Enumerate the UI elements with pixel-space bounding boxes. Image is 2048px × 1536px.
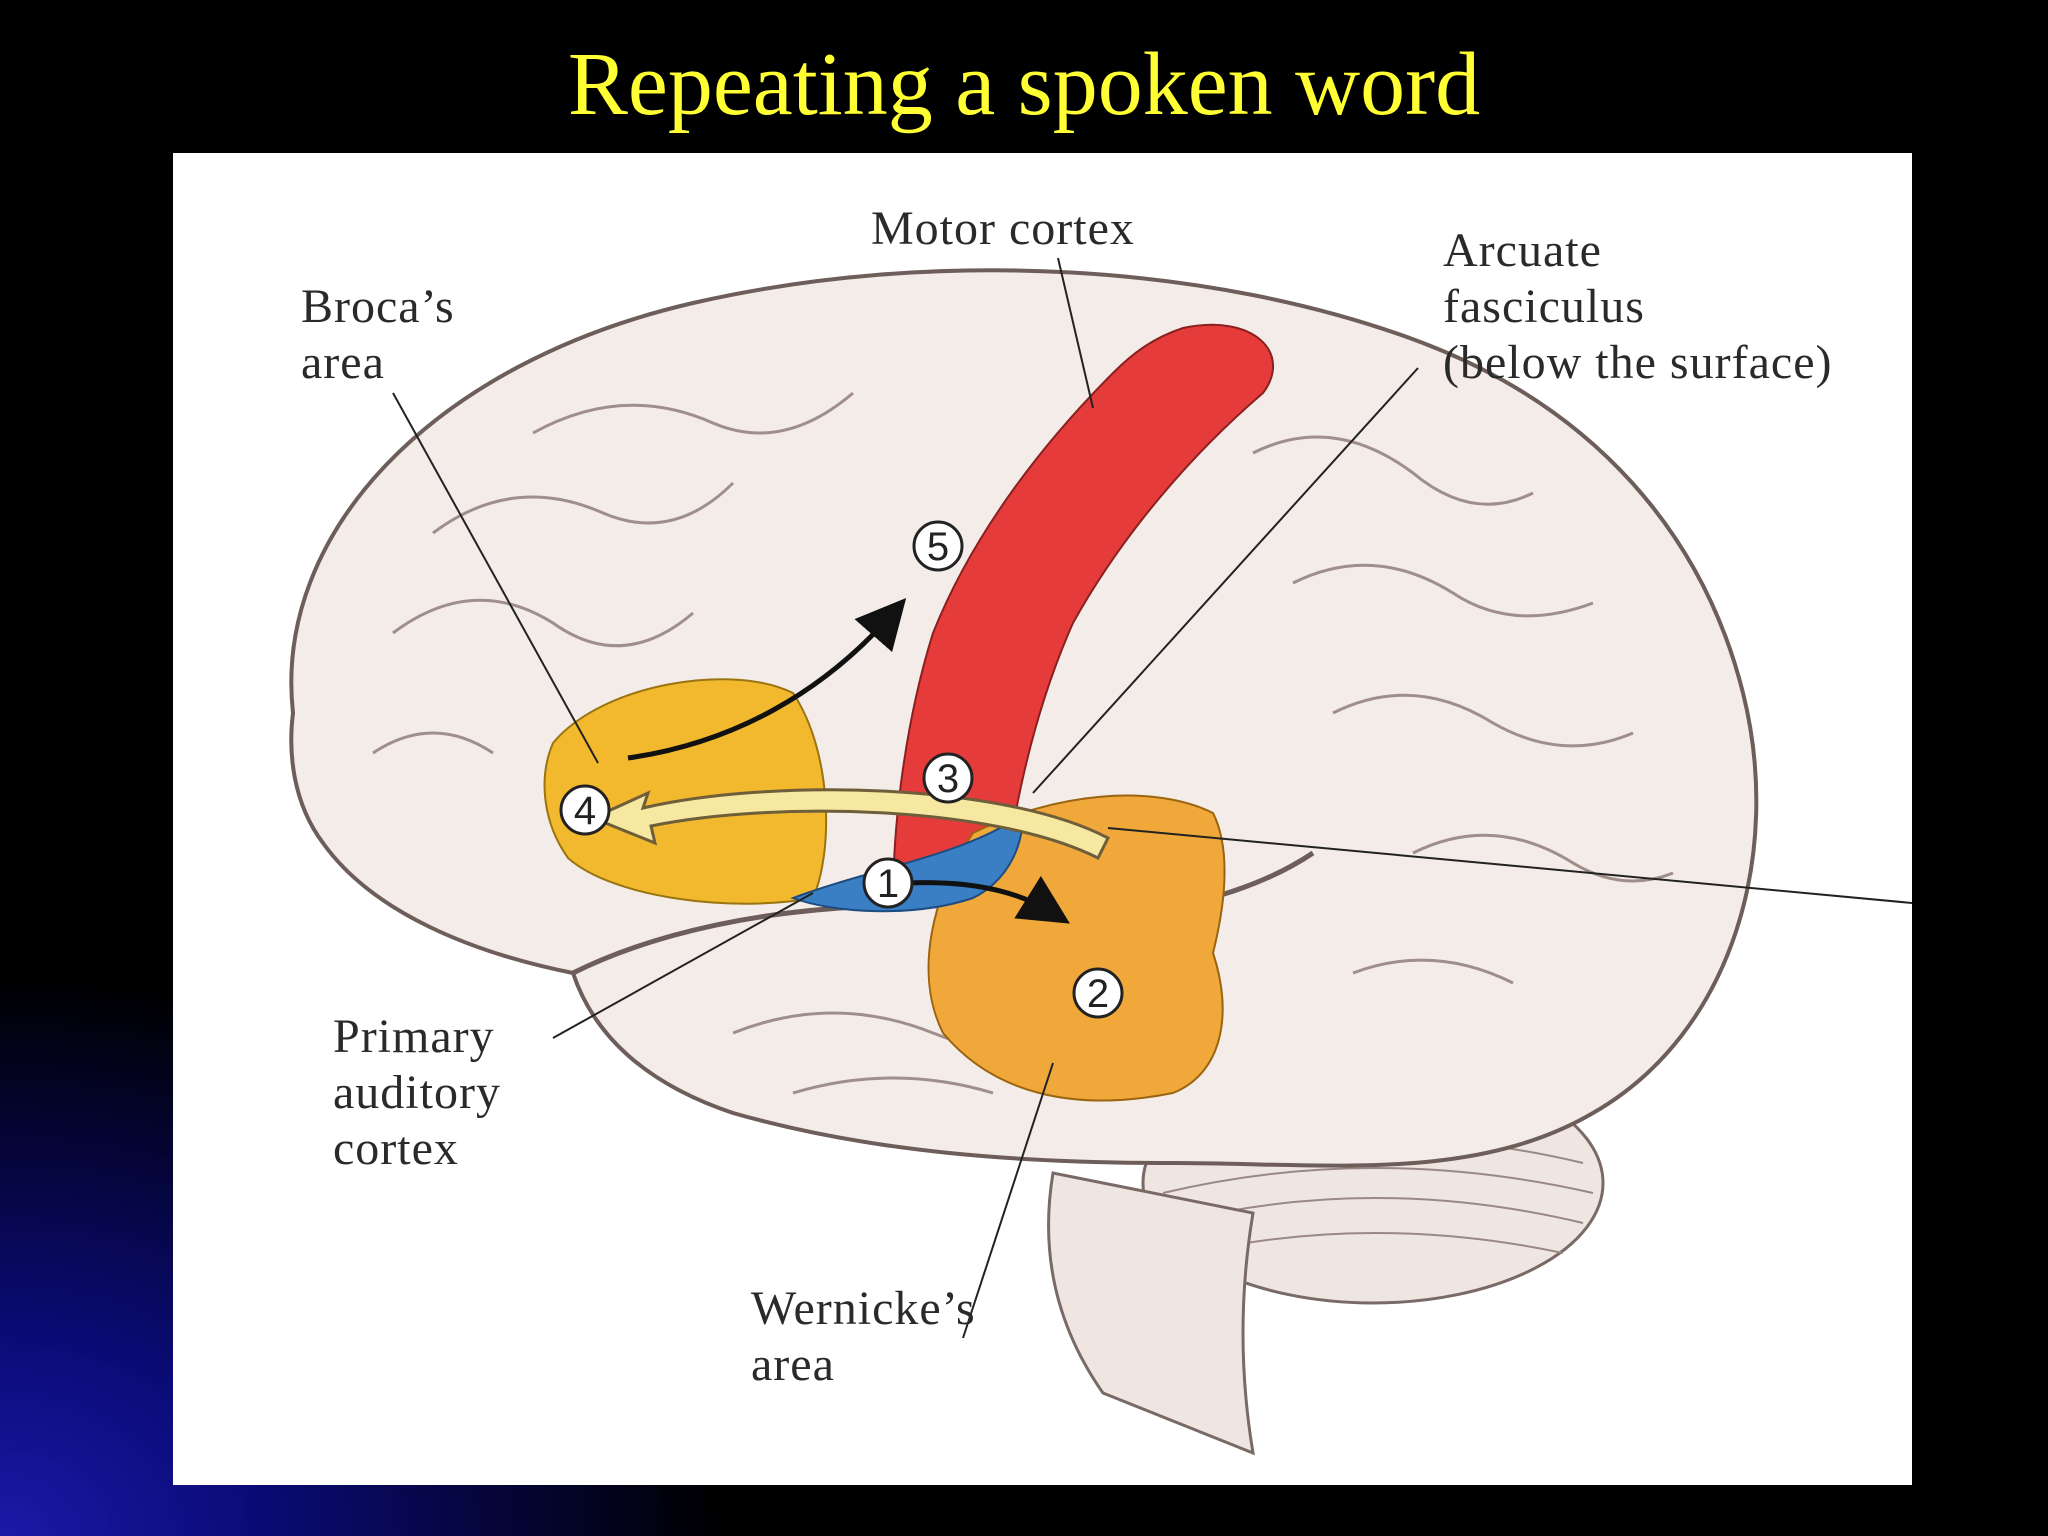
label-wernicke-line2: area (751, 1338, 835, 1391)
step-5-number: 5 (927, 525, 949, 569)
auditory-to-wernicke-arrow (907, 875, 1070, 924)
step-3-number: 3 (937, 757, 959, 801)
step-1-number: 1 (877, 862, 899, 906)
gyri (372, 391, 1674, 1095)
label-auditory-line1: Primary (333, 1010, 495, 1063)
label-broca-line1: Broca’s (301, 280, 455, 333)
label-broca-area: Broca’s area (301, 279, 455, 391)
label-arcuate-fasciculus: Arcuate fasciculus (below the surface) (1443, 223, 1832, 391)
label-arcuate-line1: Arcuate (1443, 224, 1602, 277)
step-2-number: 2 (1087, 972, 1109, 1016)
label-arcuate-line3: (below the surface) (1443, 336, 1833, 389)
label-broca-line2: area (301, 336, 385, 389)
step-1: 1 (862, 857, 914, 909)
step-2: 2 (1072, 967, 1124, 1019)
label-arcuate-line2: fasciculus (1443, 280, 1645, 333)
label-auditory-line3: cortex (333, 1122, 459, 1175)
label-motor-cortex-text: Motor cortex (871, 202, 1135, 255)
step-4: 4 (559, 784, 611, 836)
brain-stem (1047, 1171, 1255, 1456)
brain-illustration: 1 2 3 4 5 (289, 257, 1912, 1456)
step-3: 3 (922, 752, 974, 804)
step-4-number: 4 (574, 789, 596, 833)
brain-diagram: 1 2 3 4 5 Motor cortex Arcuate (173, 153, 1912, 1485)
label-wernicke-line1: Wernicke’s (751, 1282, 976, 1335)
label-motor-cortex: Motor cortex (871, 201, 1135, 257)
broca-to-motor-arrow (627, 597, 907, 761)
label-primary-auditory-cortex: Primary auditory cortex (333, 1009, 501, 1177)
label-wernicke-area: Wernicke’s area (751, 1281, 976, 1393)
step-5: 5 (912, 520, 964, 572)
slide-title: Repeating a spoken word (567, 35, 1481, 134)
label-auditory-line2: auditory (333, 1066, 501, 1119)
leader-lines (392, 257, 1912, 1339)
